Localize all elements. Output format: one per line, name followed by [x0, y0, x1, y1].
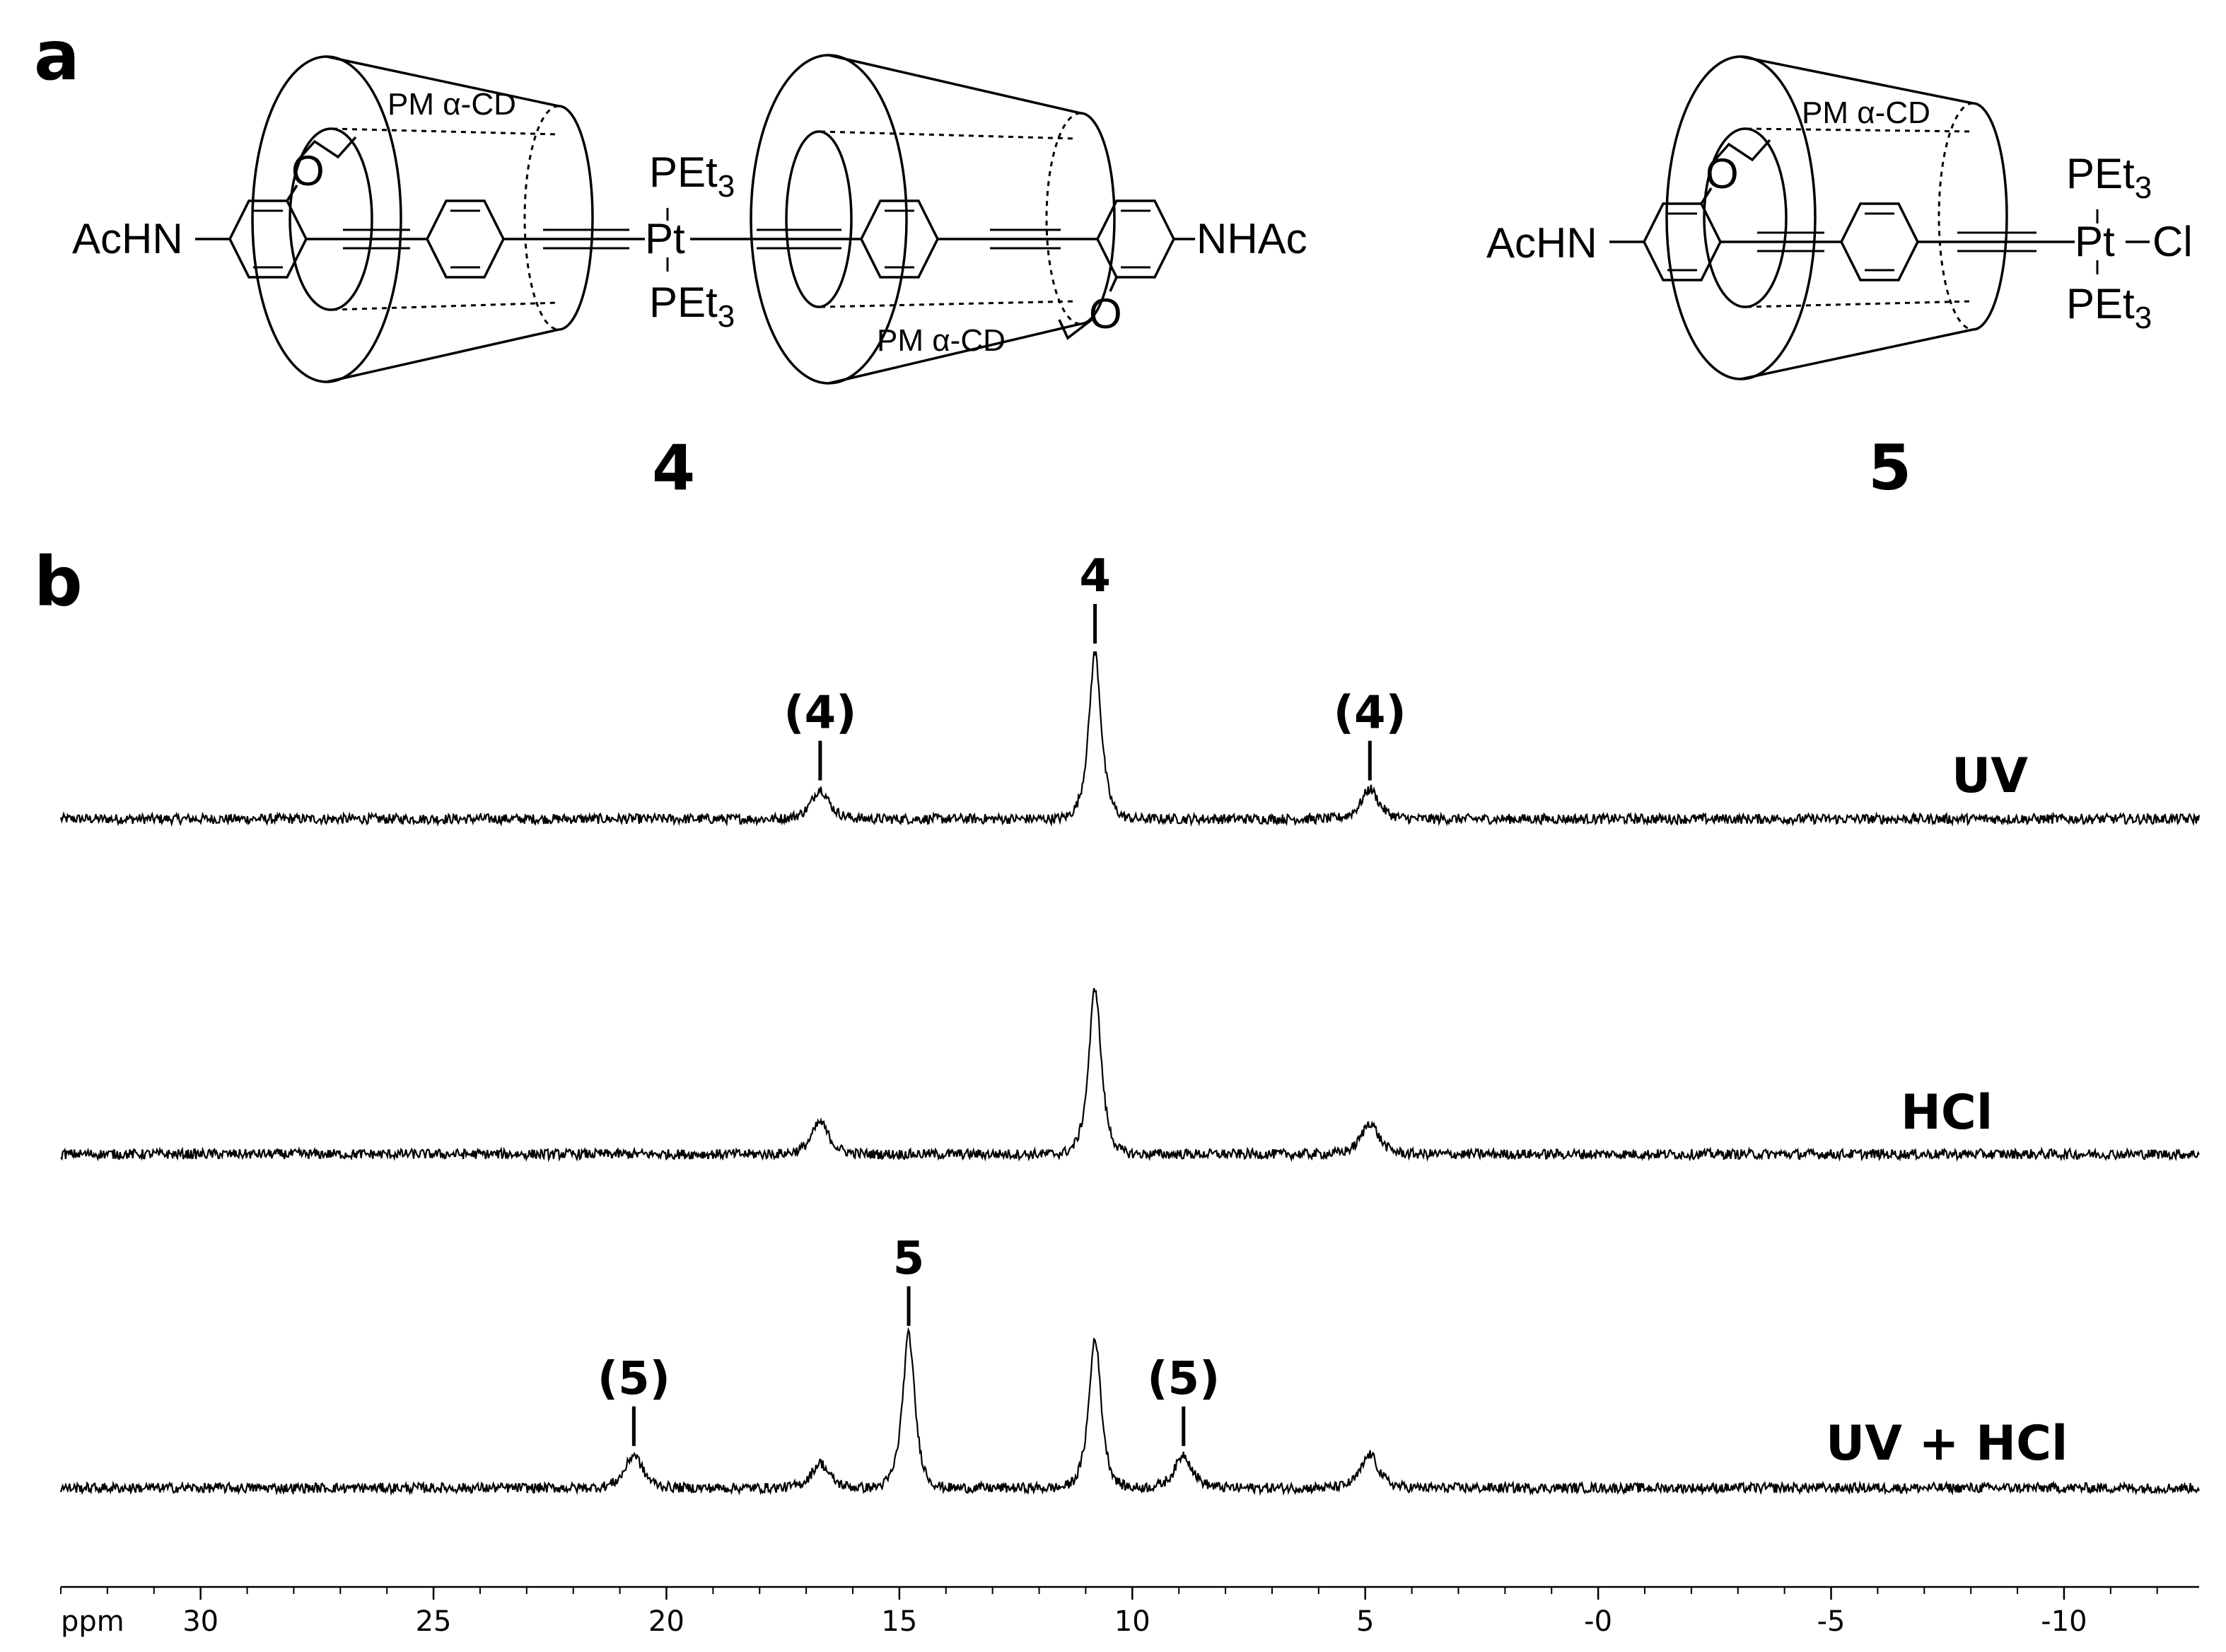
platinum-center-5: Pt [2075, 218, 2115, 265]
benzene-ring-5b [1840, 202, 1919, 281]
structure-compound-4: PM α-CD AcHN O Pt PEt3 PEt3 [72, 54, 1307, 385]
pet3-top: PEt3 [649, 149, 735, 204]
trace-label-hcl: HCl [1901, 1085, 1993, 1141]
cd-cone-right [750, 54, 1116, 385]
pet3-bottom: PEt3 [649, 279, 735, 334]
trace-label-uv-hcl: UV + HCl [1826, 1416, 2068, 1472]
peak-label: (5) [1147, 1353, 1220, 1405]
cd-label-5: PM α-CD [1802, 95, 1930, 130]
cd-label-right: PM α-CD [877, 323, 1006, 358]
axis-tick-label: -10 [2041, 1605, 2087, 1638]
platinum-center: Pt [645, 215, 685, 262]
cd-cone-5 [1665, 55, 2008, 380]
peak-label: (4) [783, 687, 856, 740]
axis-tick-label: 10 [1114, 1605, 1150, 1638]
nhac-group-right: NHAc [1196, 215, 1307, 262]
trace-label-uv: UV [1952, 748, 2028, 804]
benzene-ring-2 [426, 199, 505, 279]
panel-a-letter: a [34, 16, 80, 95]
pet3-top-5: PEt3 [2066, 150, 2152, 205]
achn-group-5: AcHN [1486, 219, 1597, 267]
cd-label-left: PM α-CD [387, 87, 516, 122]
compound-4-number: 4 [652, 431, 695, 504]
compound-5-number: 5 [1868, 431, 1911, 504]
axis-tick-label: 15 [881, 1605, 917, 1638]
cd-cone-left [251, 55, 594, 383]
peak-label: (5) [598, 1353, 670, 1405]
axis-unit-label: ppm [61, 1605, 124, 1638]
oxygen-right: O [1089, 290, 1122, 337]
achn-group-left: AcHN [72, 215, 183, 262]
peak-label: 4 [1079, 550, 1111, 603]
axis-tick-label: -0 [1584, 1605, 1612, 1638]
axis-tick-label: -5 [1817, 1605, 1846, 1638]
spectrum-trace-uv-hcl [59, 1327, 2201, 1496]
benzene-ring-3 [860, 199, 939, 279]
panel-b-letter: b [34, 542, 83, 622]
axis-tick-label: 20 [648, 1605, 684, 1638]
axis-tick-label: 5 [1356, 1605, 1374, 1638]
nmr-spectra: UV HCl UV + HCl 4 (4) (4) 5 (5) (5) [59, 550, 2201, 1496]
axis-tick-label: 25 [416, 1605, 452, 1638]
axis-tick-label: 30 [182, 1605, 218, 1638]
benzene-ring-5a [1643, 202, 1722, 281]
spectrum-trace-uv [59, 651, 2201, 827]
benzene-ring-4 [1096, 199, 1175, 279]
structure-compound-5: PM α-CD AcHN O Pt Cl PEt3 PEt3 [1486, 55, 2193, 380]
peak-label: (4) [1334, 687, 1406, 740]
ppm-axis: 30 25 20 15 10 5 -0 -5 -10 ppm [60, 1586, 2199, 1638]
pet3-bottom-5: PEt3 [2066, 280, 2152, 335]
spectrum-trace-hcl [60, 987, 2200, 1163]
chloride-5: Cl [2152, 218, 2193, 265]
peak-label: 5 [893, 1233, 925, 1285]
